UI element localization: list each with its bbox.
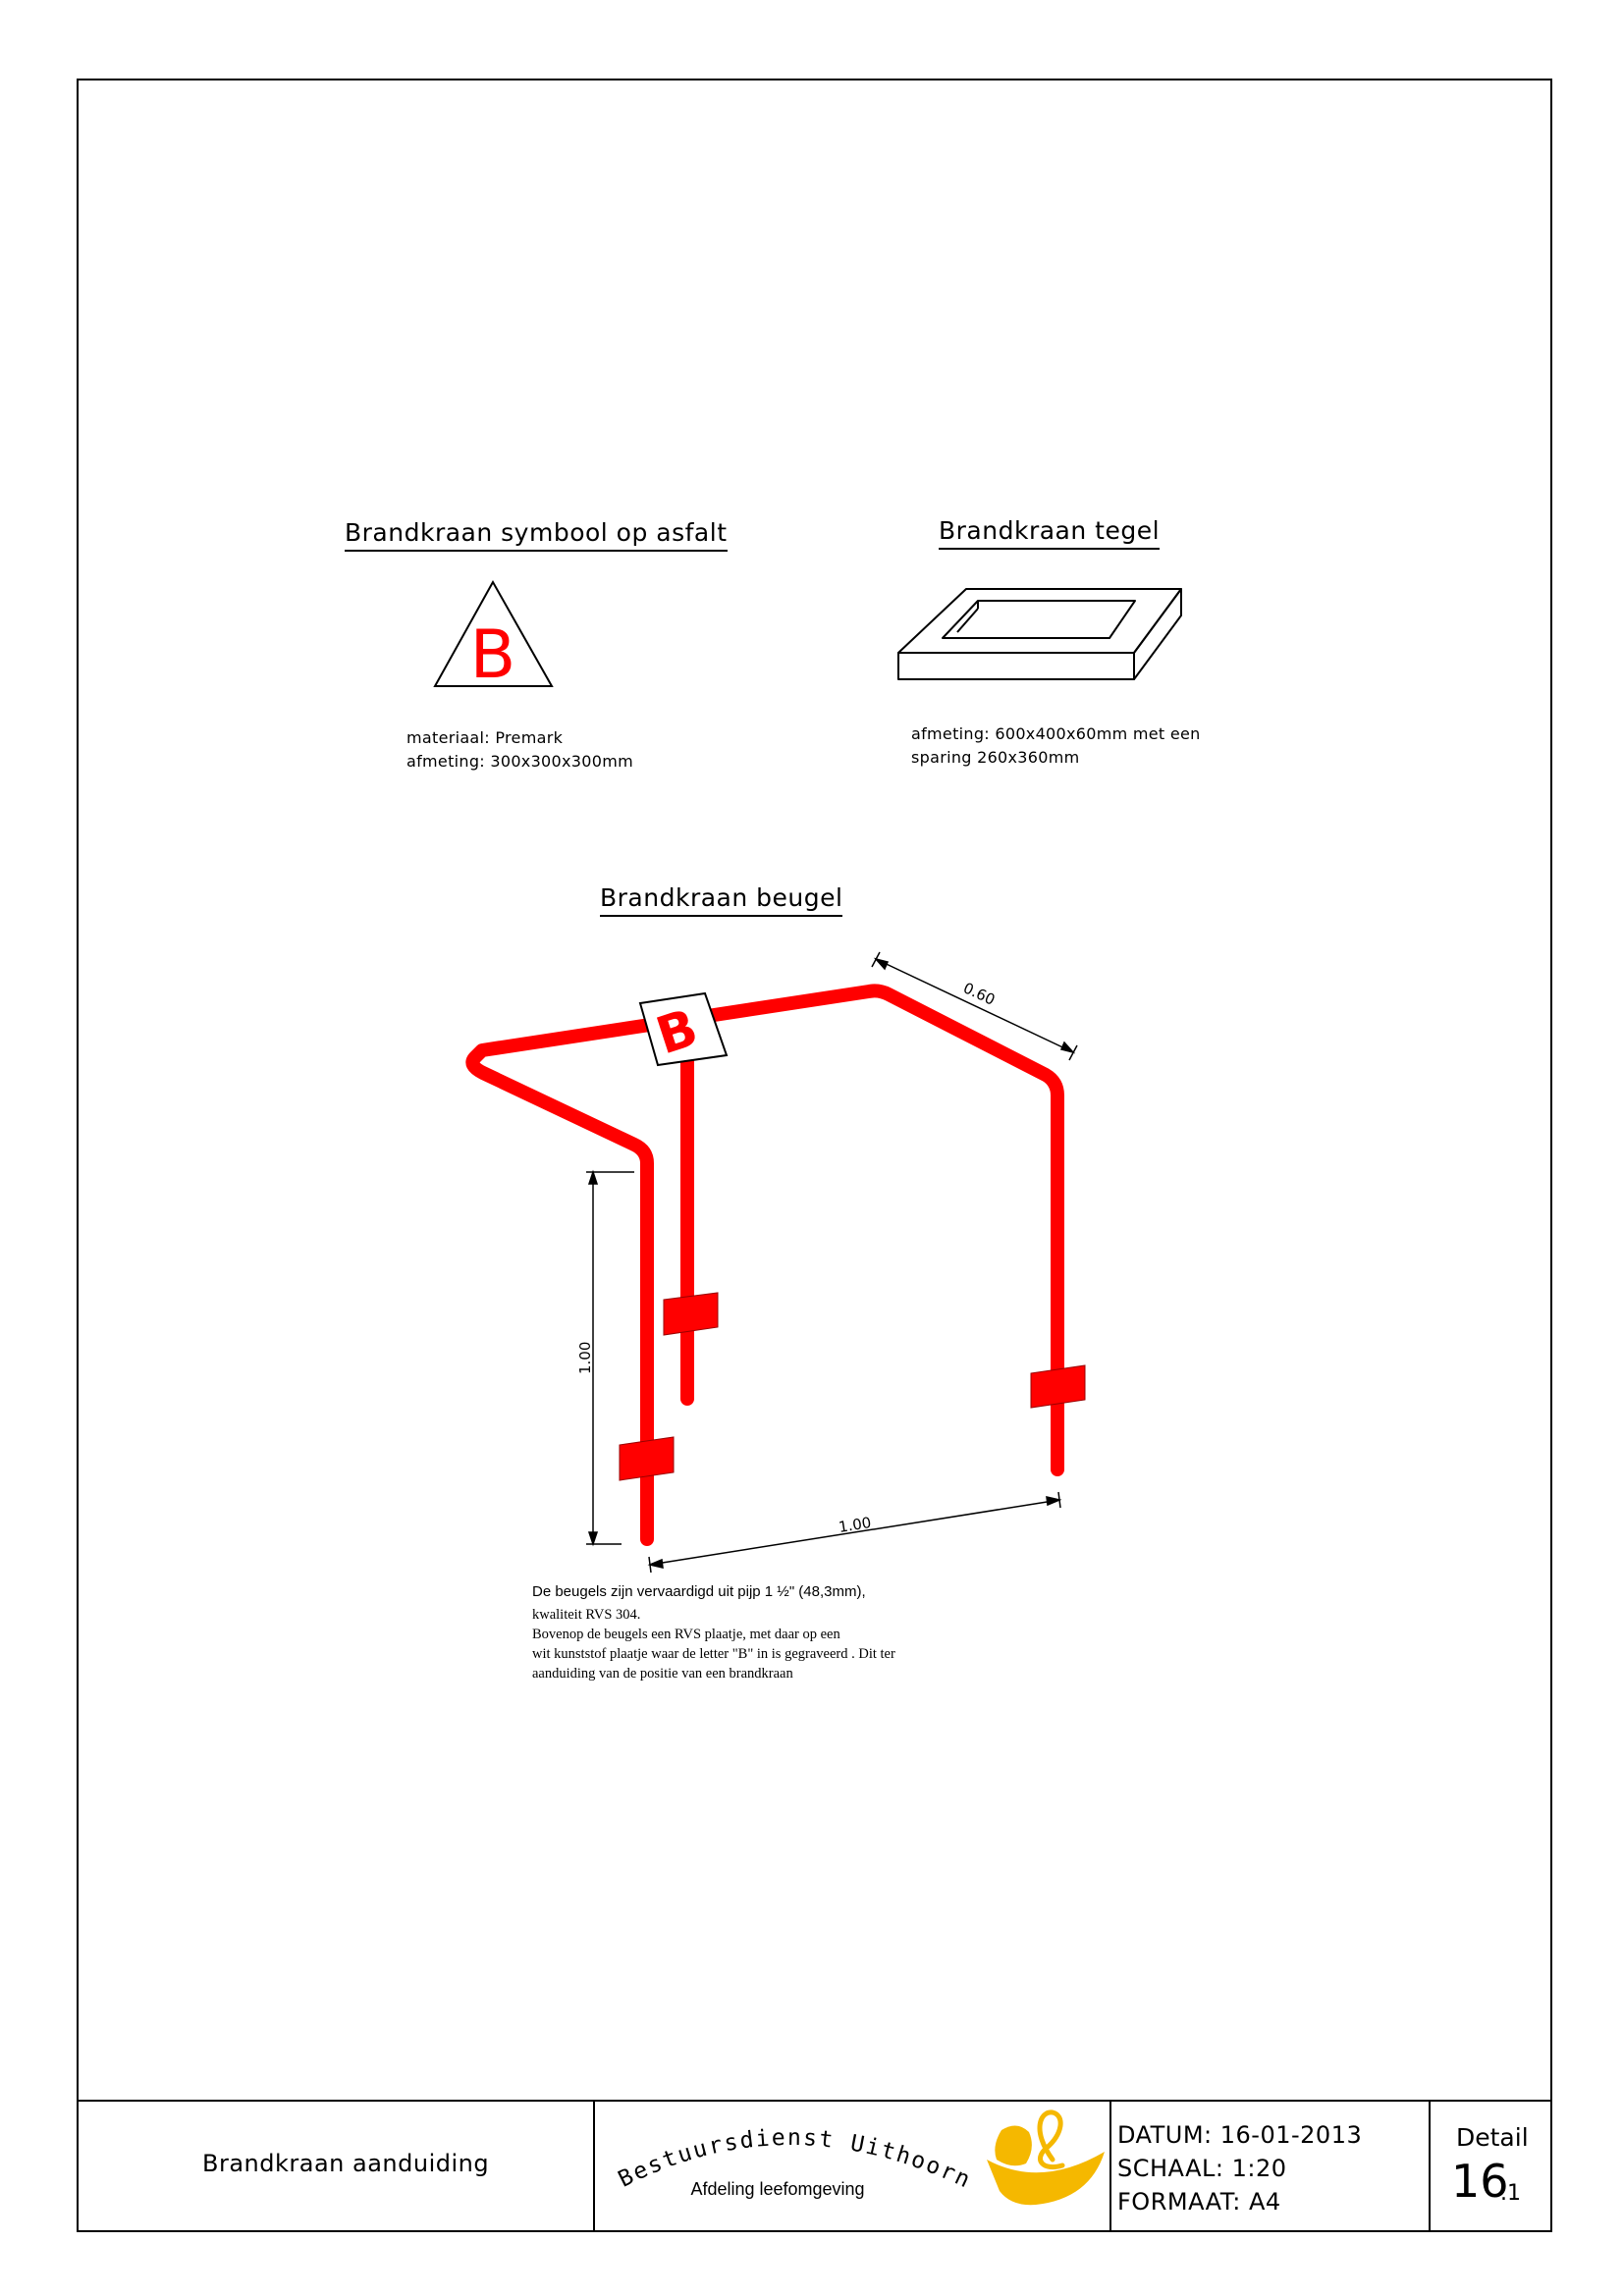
bracket-desc-line2: kwaliteit RVS 304. bbox=[532, 1607, 641, 1623]
titleblock-lines bbox=[77, 2100, 1552, 2230]
dimension-width bbox=[647, 1491, 1062, 1574]
drawing-frame bbox=[77, 79, 1552, 2232]
dimension-top bbox=[871, 951, 1078, 1061]
format-field: FORMAAT: A4 bbox=[1117, 2188, 1281, 2216]
org-logo: Bestuursdienst Uithoorn Afdeling leefomg… bbox=[615, 2109, 1105, 2206]
plate bbox=[638, 991, 729, 1067]
tile-top-face bbox=[897, 588, 1182, 654]
logo-emblem-icon bbox=[987, 2125, 1105, 2206]
symbol-triangle bbox=[433, 579, 554, 687]
tile-note-line1: afmeting: 600x400x60mm met een bbox=[911, 724, 1201, 743]
bracket-desc-line1: De beugels zijn vervaardigd uit pijp 1 ½… bbox=[532, 1583, 866, 1600]
logo-ribbon-icon bbox=[1037, 2109, 1065, 2169]
clamp-front-leg bbox=[619, 1436, 675, 1481]
clamp-right-leg bbox=[1030, 1364, 1086, 1409]
tile-front-face bbox=[897, 652, 1135, 680]
dim-width-label: 1.00 bbox=[838, 1514, 873, 1536]
detail-number: 16 bbox=[1451, 2155, 1509, 2208]
plate-with-letter: B bbox=[638, 991, 729, 1067]
bracket-heading: Brandkraan beugel bbox=[600, 883, 843, 917]
clamp-back-leg bbox=[663, 1292, 719, 1336]
scale-field: SCHAAL: 1:20 bbox=[1117, 2155, 1287, 2182]
bracket-desc-line3: Bovenop de beugels een RVS plaatje, met … bbox=[532, 1627, 840, 1642]
detail-label: Detail bbox=[1456, 2123, 1529, 2152]
bracket-main-tube bbox=[465, 984, 1064, 1546]
tile-side-face bbox=[1133, 588, 1182, 680]
tile-recess-edge bbox=[956, 608, 979, 633]
dim-height-label: 1.00 bbox=[576, 1342, 594, 1374]
drawing-title: Brandkraan aanduiding bbox=[202, 2150, 490, 2177]
symbol-size: afmeting: 300x300x300mm bbox=[406, 752, 633, 771]
fire-hydrant-symbol: B bbox=[433, 579, 554, 694]
tile-heading: Brandkraan tegel bbox=[939, 516, 1161, 550]
symbol-letter: B bbox=[470, 616, 516, 694]
symbol-heading: Brandkraan symbool op asfalt bbox=[345, 518, 728, 552]
bracket-drawing: B 0.60 1.00 1.00 bbox=[465, 951, 1086, 1574]
bracket-desc-line4: wit kunststof plaatje waar de letter "B"… bbox=[532, 1646, 895, 1662]
tile-note-line2: sparing 260x360mm bbox=[911, 748, 1080, 767]
date-field: DATUM: 16-01-2013 bbox=[1117, 2121, 1363, 2149]
tile-recess bbox=[942, 600, 1136, 639]
department: Afdeling leefomgeving bbox=[690, 2179, 864, 2199]
tile-drawing bbox=[897, 588, 1182, 680]
bracket-desc-line5: aanduiding van de positie van een brandk… bbox=[532, 1666, 793, 1682]
dimension-height bbox=[586, 1169, 634, 1547]
dim-top-label: 0.60 bbox=[960, 979, 998, 1008]
symbol-material: materiaal: Premark bbox=[406, 728, 564, 747]
detail-sub-number: .1 bbox=[1500, 2181, 1521, 2206]
